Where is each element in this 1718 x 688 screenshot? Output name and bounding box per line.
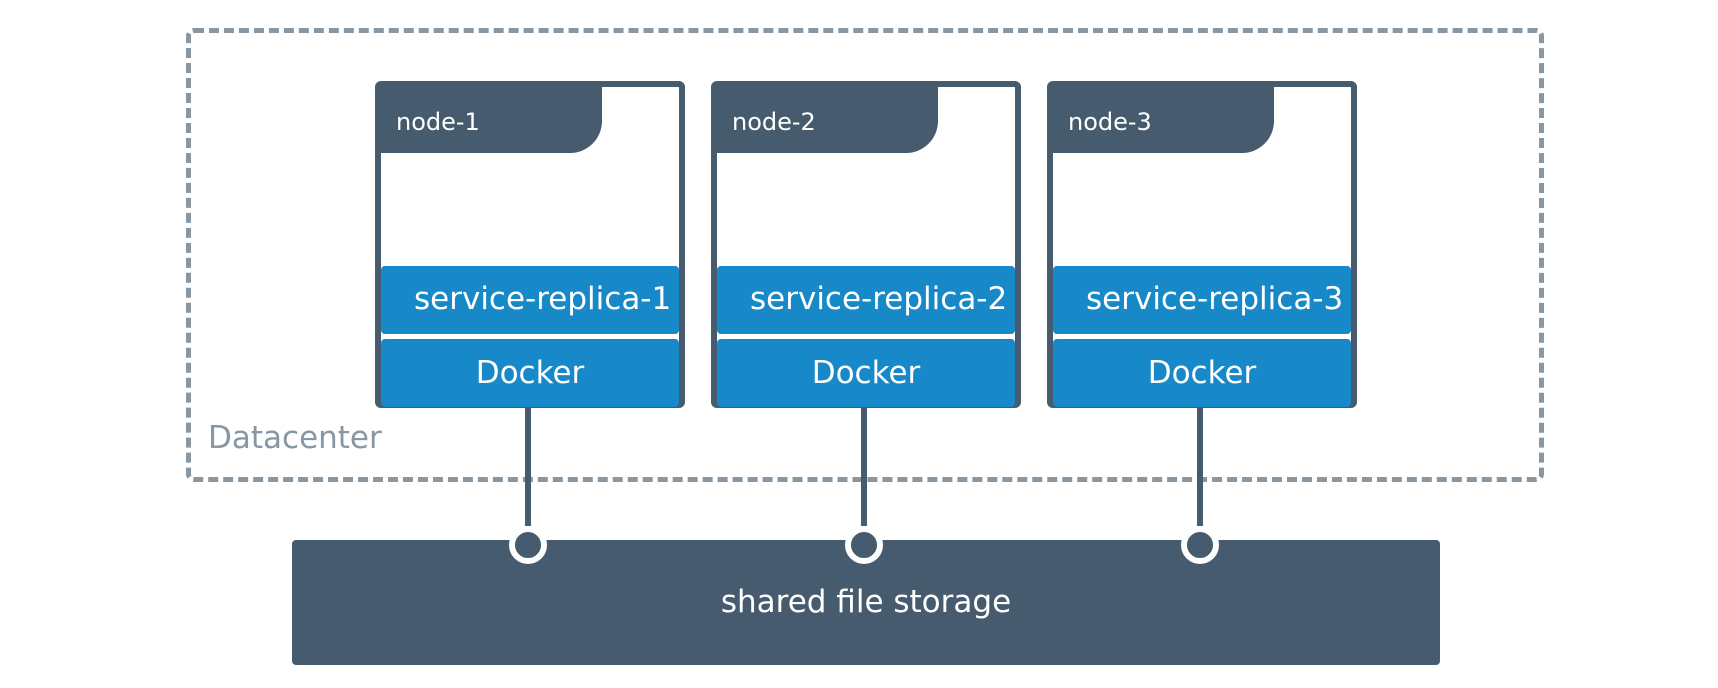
node-3-title: node-3 [1053, 87, 1274, 153]
storage-connection-point-2 [845, 526, 883, 564]
docker-block-3: Docker [1053, 339, 1351, 407]
storage-connection-point-1 [509, 526, 547, 564]
node-3-box: node-3 service-replica-3 Docker [1047, 81, 1357, 408]
datacenter-label: Datacenter [208, 420, 382, 456]
service-replica-1-block: service-replica-1 [381, 266, 679, 334]
node-1-storage-link [525, 406, 531, 526]
docker-block-1: Docker [381, 339, 679, 407]
node-1-box: node-1 service-replica-1 Docker [375, 81, 685, 408]
service-replica-3-block: service-replica-3 [1053, 266, 1351, 334]
docker-block-2: Docker [717, 339, 1015, 407]
node-2-box: node-2 service-replica-2 Docker [711, 81, 1021, 408]
node-2-title: node-2 [717, 87, 938, 153]
node-2-storage-link [861, 406, 867, 526]
node-1-title: node-1 [381, 87, 602, 153]
service-replica-2-block: service-replica-2 [717, 266, 1015, 334]
node-3-storage-link [1197, 406, 1203, 526]
storage-connection-point-3 [1181, 526, 1219, 564]
